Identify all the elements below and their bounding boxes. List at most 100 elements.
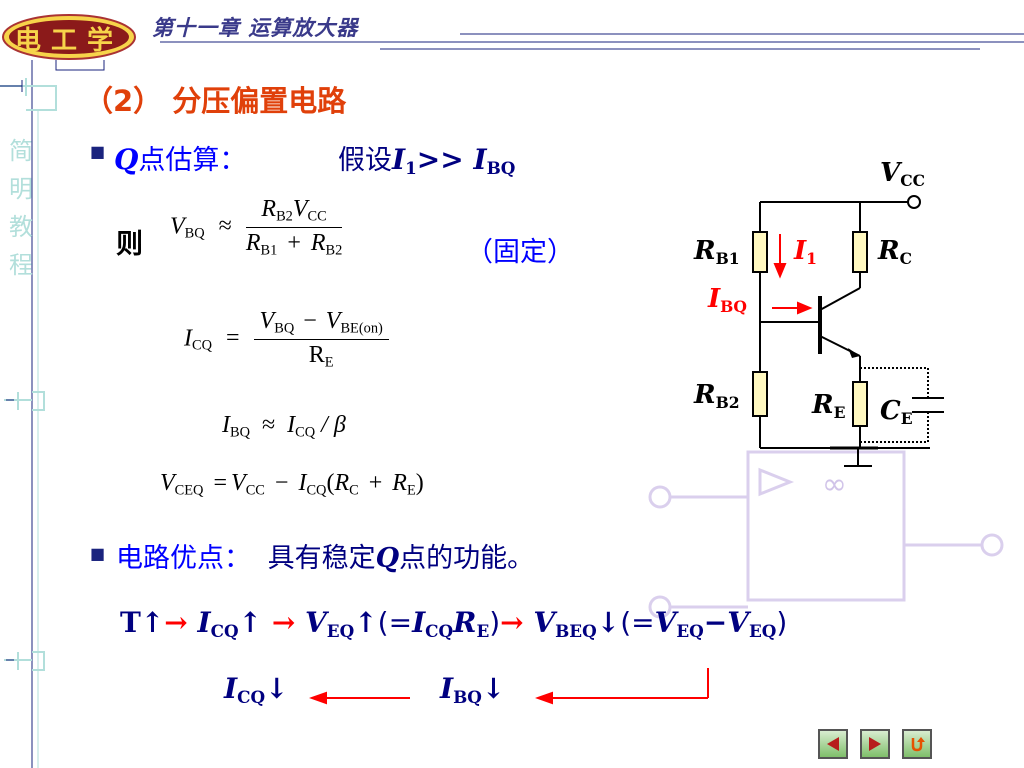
- rb2-sub: B2: [715, 392, 740, 412]
- vbq-fraction: RB2VCC RB1 + RB2: [245, 196, 343, 260]
- minus-sign: −: [303, 308, 317, 334]
- ibq-icq: I: [287, 412, 296, 438]
- advantage-line: 电路优点： 具有稳定Q点的功能。: [116, 536, 534, 575]
- chain-t: T↑: [120, 606, 165, 639]
- chain-vbeq: V: [533, 606, 556, 639]
- label-rb1: RB1: [694, 236, 740, 268]
- ibq-formula: IBQ ≈ ICQ / β: [222, 412, 346, 441]
- icq-formula: ICQ = VBQ − VBE(on) RE: [184, 308, 389, 372]
- bullet-q-estimate: ■: [90, 142, 105, 167]
- vbq-lhs-sub: BQ: [184, 225, 205, 242]
- chain-vbeq-sub: BEQ: [555, 621, 597, 641]
- icq-den-sub: E: [324, 354, 334, 371]
- chain-v3: V: [727, 606, 749, 639]
- num-r: R: [261, 196, 277, 222]
- chain-up: ↑: [238, 606, 263, 639]
- num-v: V: [292, 196, 308, 222]
- return-icon: [911, 737, 925, 752]
- section-title: （2） 分压偏置电路: [84, 84, 347, 118]
- q-label-rest: 点估算：: [138, 145, 247, 176]
- vceq-formula: VCEQ =VCC − ICQ(RC + RE): [160, 470, 424, 499]
- chain-paren: (=: [620, 606, 655, 639]
- return-button[interactable]: [902, 729, 932, 759]
- chain-up: ↑: [354, 606, 378, 639]
- icq-fraction: VBQ − VBE(on) RE: [253, 308, 389, 372]
- minus-sign-2: −: [274, 470, 289, 496]
- chain-i2: I: [412, 606, 426, 639]
- num-v-sub: CC: [307, 208, 327, 225]
- advantage-text-b: 点的功能。: [399, 543, 535, 574]
- vertical-char: 程: [9, 251, 33, 279]
- rb1-sub: B1: [715, 248, 740, 268]
- chain-down: ↓: [596, 606, 621, 639]
- ibq-label-sub: BQ: [720, 296, 747, 316]
- label-re: RE: [812, 390, 846, 422]
- bullet-icon: ■: [90, 544, 106, 563]
- vceq-icq: I: [298, 470, 307, 496]
- chain-row2-icq: I: [224, 672, 238, 705]
- much-greater: >>: [416, 143, 464, 176]
- vceq-re: R: [392, 470, 407, 496]
- label-i1: I1: [794, 236, 817, 268]
- ibq-subscript: BQ: [486, 158, 516, 178]
- q-label: Q: [114, 143, 139, 176]
- icq-lhs: I: [184, 325, 192, 352]
- ce-symbol: C: [880, 396, 901, 426]
- paren-close: ): [415, 470, 424, 496]
- re-symbol: R: [812, 390, 834, 420]
- vbq-denominator: RB1 + RB2: [246, 228, 342, 259]
- vcc-sub: CC: [900, 170, 926, 190]
- chain-r2-sub: E: [476, 621, 490, 641]
- rc-sub: C: [899, 248, 913, 268]
- next-button[interactable]: [860, 729, 890, 759]
- vbq-numerator: RB2VCC: [245, 196, 343, 229]
- ibq-icq-sub: CQ: [295, 424, 316, 441]
- chain-row2-down: ↓: [265, 672, 289, 705]
- i1-label: I: [794, 236, 807, 266]
- chain-i2-sub: CQ: [425, 621, 454, 641]
- chain-arrow: →: [500, 606, 524, 639]
- label-vcc: VCC: [880, 158, 925, 190]
- bullet-icon: ■: [90, 142, 106, 161]
- triangle-left-icon: [827, 737, 839, 751]
- icq-num-b: V: [325, 308, 341, 334]
- svg-text:∞: ∞: [822, 467, 847, 502]
- vertical-char: 简: [9, 137, 33, 165]
- i1-symbol: I: [392, 143, 406, 176]
- chain-v2-sub: EQ: [676, 621, 704, 641]
- label-rc: RC: [878, 236, 912, 268]
- plus-sign-2: +: [368, 470, 383, 496]
- chain-row-2-b: IBQ↓: [440, 672, 505, 707]
- approx-sign: ≈: [218, 213, 232, 240]
- chain-arrow: →: [271, 606, 296, 639]
- re-sub: E: [833, 402, 846, 422]
- chapter-title: 第十一章 运算放大器: [152, 16, 359, 40]
- label-ibq: IBQ: [708, 284, 747, 316]
- rb2-symbol: R: [694, 380, 716, 410]
- chain-icq-sub: CQ: [210, 621, 239, 641]
- num-r-sub: B2: [276, 208, 293, 225]
- bullet-advantage: ■: [90, 544, 105, 563]
- label-rb2: RB2: [694, 380, 740, 412]
- advantage-label: 电路优点：: [116, 543, 251, 574]
- equals-sign: =: [226, 325, 240, 352]
- chain-arrow: →: [164, 606, 188, 639]
- ze-label: 则: [116, 229, 143, 260]
- chain-row2-ibq: I: [440, 672, 454, 705]
- den-r2: R: [310, 230, 326, 257]
- chain-row2-icq-sub: CQ: [237, 687, 266, 707]
- icq-den: R: [308, 342, 325, 369]
- vertical-char: 教: [9, 213, 33, 241]
- rb1-symbol: R: [694, 236, 716, 266]
- approx-sign-2: ≈: [262, 412, 276, 438]
- ibq-lhs-sub: BQ: [230, 424, 250, 441]
- icq-numerator: VBQ − VBE(on): [253, 308, 389, 341]
- chain-row-1: T↑→ ICQ↑ → VEQ↑(=ICQRE)→ VBEQ↓(=VEQ−VEQ): [120, 606, 787, 641]
- prev-button[interactable]: [818, 729, 848, 759]
- chain-row2-ibq-sub: BQ: [453, 687, 482, 707]
- advantage-text-a: 具有稳定: [267, 543, 376, 574]
- den-r1-sub: B1: [260, 242, 278, 259]
- ibq-symbol: I: [473, 143, 487, 176]
- chain-feedback-arrows: [309, 668, 709, 705]
